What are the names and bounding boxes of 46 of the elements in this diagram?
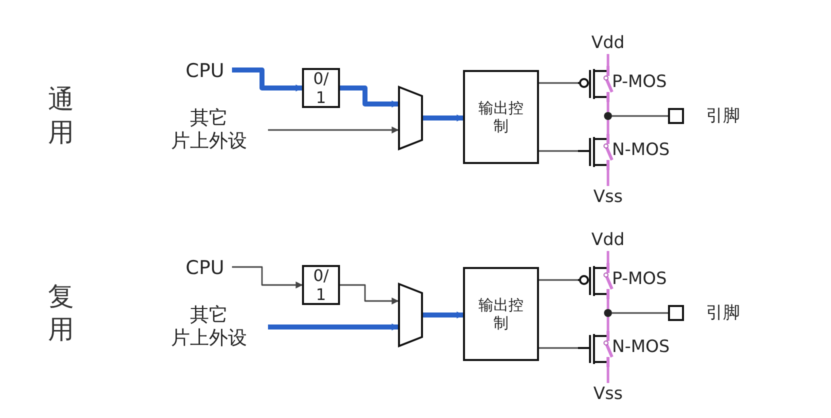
arrow bbox=[268, 324, 399, 330]
wire bbox=[606, 170, 610, 186]
arrow bbox=[423, 312, 464, 318]
register-box: 0/1 bbox=[302, 265, 340, 305]
wire bbox=[606, 120, 610, 134]
wire bbox=[612, 312, 668, 314]
pin-box bbox=[668, 108, 684, 124]
wire bbox=[606, 367, 610, 383]
signal-label: 其它片上外设 bbox=[158, 299, 260, 355]
signal-label: CPU bbox=[178, 58, 232, 84]
wire bbox=[606, 102, 610, 112]
supply-label: Vss bbox=[586, 186, 630, 208]
wire bbox=[612, 115, 668, 117]
wire bbox=[539, 150, 578, 152]
pin-box bbox=[668, 305, 684, 321]
section-label: 通用 bbox=[47, 84, 75, 149]
supply-label: Vdd bbox=[586, 32, 630, 54]
pin-label: 引脚 bbox=[706, 302, 740, 324]
signal-label: 其它片上外设 bbox=[158, 102, 260, 158]
wire bbox=[539, 82, 578, 84]
wire bbox=[539, 279, 578, 281]
section-label: 复用 bbox=[47, 281, 75, 346]
arrow bbox=[268, 126, 399, 134]
junction-dot bbox=[604, 112, 612, 120]
wire bbox=[606, 54, 610, 66]
register-box: 0/1 bbox=[302, 68, 340, 108]
junction-dot bbox=[604, 309, 612, 317]
supply-label: Vdd bbox=[586, 229, 630, 251]
arrow bbox=[340, 86, 399, 108]
transistor-label: P-MOS bbox=[612, 72, 667, 92]
arrow bbox=[232, 266, 303, 288]
wire bbox=[606, 299, 610, 309]
transistor-label: N-MOS bbox=[612, 140, 670, 160]
wire bbox=[539, 347, 578, 349]
output-control-box: 输出控制 bbox=[463, 70, 539, 164]
pin-label: 引脚 bbox=[706, 105, 740, 127]
supply-label: Vss bbox=[586, 383, 630, 405]
transistor-label: P-MOS bbox=[612, 269, 667, 289]
wire bbox=[606, 317, 610, 331]
arrow bbox=[232, 68, 303, 92]
output-control-box: 输出控制 bbox=[463, 267, 539, 361]
arrow bbox=[340, 284, 399, 304]
wire bbox=[606, 251, 610, 263]
arrow bbox=[423, 114, 464, 122]
transistor-label: N-MOS bbox=[612, 337, 670, 357]
signal-label: CPU bbox=[178, 255, 232, 281]
